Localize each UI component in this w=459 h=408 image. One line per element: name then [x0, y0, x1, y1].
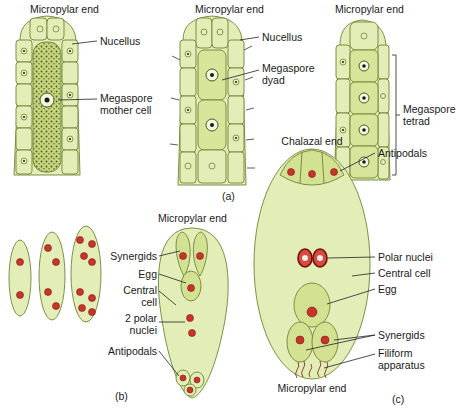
end-label: Micropylar end	[195, 3, 264, 15]
end-label: Micropylar end	[30, 3, 99, 15]
end-label: Micropylar end	[158, 212, 227, 224]
part-label: Nucellus	[100, 35, 140, 47]
part-label: Central cell	[117, 284, 157, 308]
part-label: Synergids	[110, 250, 157, 262]
end-label: Micropylar end	[278, 382, 347, 394]
part-label: Megaspore tetrad	[403, 103, 455, 127]
part-label: Egg	[378, 283, 397, 295]
end-label: Micropylar end	[335, 3, 404, 15]
part-label: Central cell	[378, 267, 431, 279]
part-label: Polar nuclei	[378, 251, 433, 263]
part-label: 2 polar nuclei	[115, 312, 157, 336]
part-label: Antipodals	[378, 147, 427, 159]
panel-letter: (b)	[115, 390, 128, 402]
panel-letter: (a)	[222, 190, 235, 202]
part-label: Megaspore dyad	[262, 62, 320, 86]
part-label: Egg	[138, 268, 157, 280]
part-label: Filiform apparatus	[378, 347, 450, 371]
panel-letter: (c)	[392, 393, 404, 405]
part-label: Antipodals	[108, 345, 157, 357]
part-label: Nucellus	[262, 31, 302, 43]
part-label: Synergids	[378, 329, 425, 341]
part-label: Megaspore mother cell	[100, 92, 162, 116]
end-label: Chalazal end	[281, 135, 342, 147]
